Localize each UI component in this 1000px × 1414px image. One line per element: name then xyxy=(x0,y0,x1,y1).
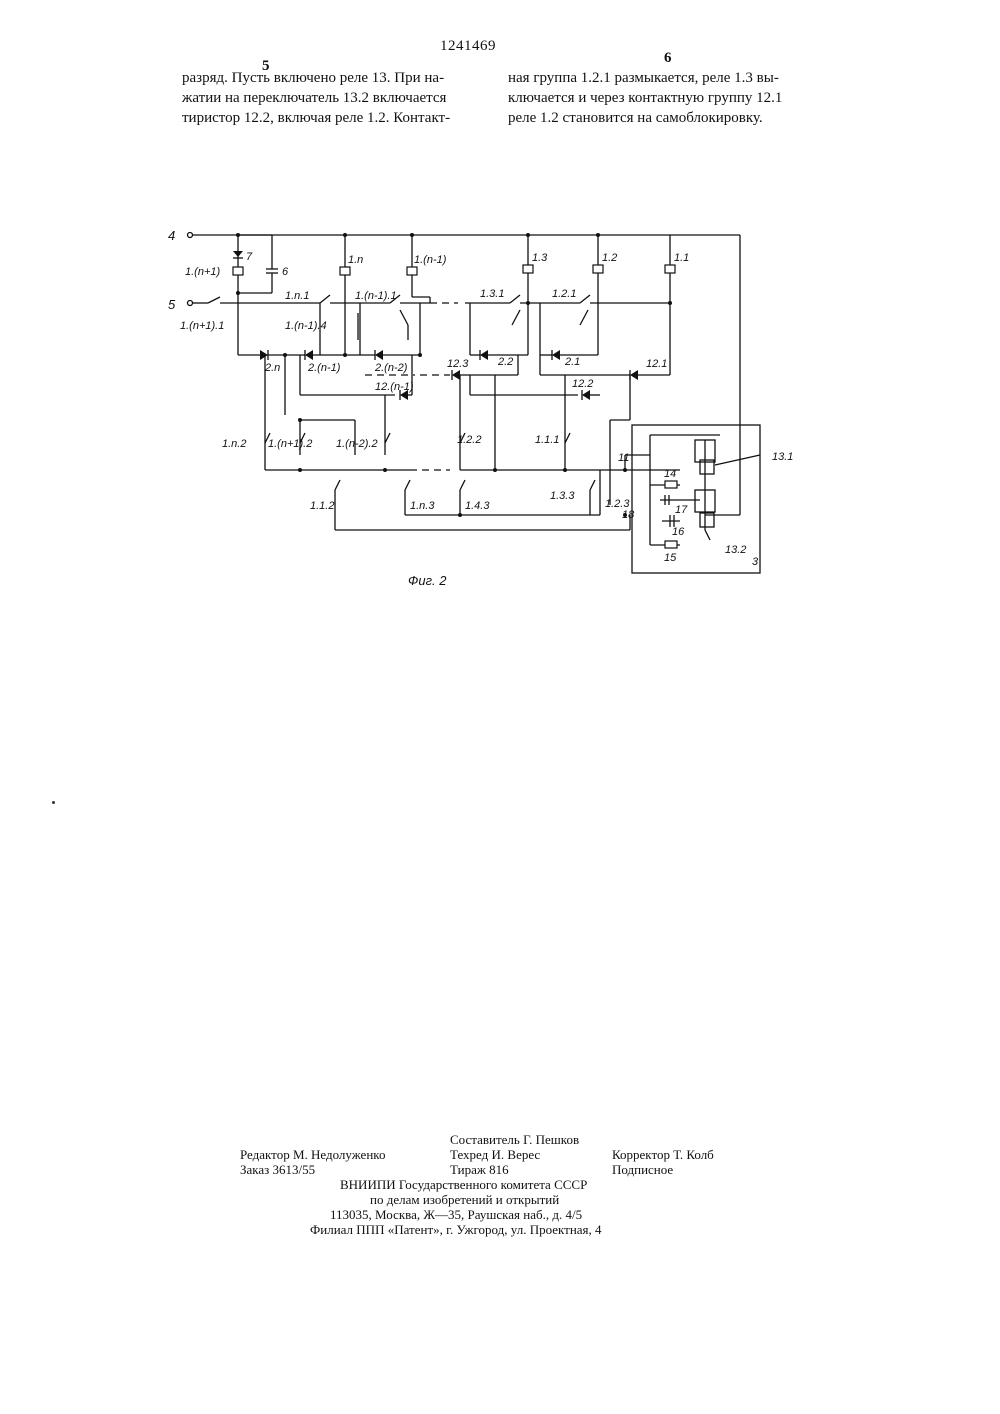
figure-caption: Фиг. 2 xyxy=(408,573,447,588)
contact-label: 1.(n-2).2 xyxy=(336,438,378,450)
address-line: 113035, Москва, Ж—35, Раушская наб., д. … xyxy=(330,1207,582,1222)
contact-label: 1.2.2 xyxy=(457,434,481,446)
diode-label: 2.n xyxy=(264,362,280,374)
contact-label: 1.3.3 xyxy=(550,490,575,502)
imprint-block: Составитель Г. Пешков Редактор М. Недолу… xyxy=(240,1132,760,1237)
contact-label: 1.2.1 xyxy=(552,288,576,300)
right-column-text: ная группа 1.2.1 размыкается, реле 1.3 в… xyxy=(508,68,854,128)
corrector-line: Корректор Т. Колб xyxy=(612,1147,714,1162)
contact-label: 1.n.2 xyxy=(222,438,246,450)
text-line: реле 1.2 становится на самоблокировку. xyxy=(508,108,854,128)
contact-label: 1.(n-1).1 xyxy=(355,290,397,302)
circulation-line: Тираж 816 xyxy=(450,1162,509,1177)
contact-label: 1.1.1 xyxy=(535,434,559,446)
contact-label: 1.1.2 xyxy=(310,500,334,512)
capacitor-label: 6 xyxy=(282,266,289,278)
text-line: тиристор 12.2, включая реле 1.2. Контакт… xyxy=(182,108,450,128)
switch-label: 13.2 xyxy=(725,544,746,556)
thyristor-label: 12.3 xyxy=(447,358,469,370)
relay-label: 1.(n+1) xyxy=(185,266,220,278)
thyristor-row xyxy=(285,303,670,415)
contact-row xyxy=(320,295,672,355)
diode-label: 2.1 xyxy=(564,356,580,368)
org-line: по делам изобретений и открытий xyxy=(370,1192,559,1207)
org-line: ВНИИПИ Государственного комитета СССР xyxy=(340,1177,587,1192)
text-line: ная группа 1.2.1 размыкается, реле 1.3 в… xyxy=(508,68,854,88)
thyristor-label: 12.2 xyxy=(572,378,593,390)
text-line: ключается и через контактную группу 12.1 xyxy=(508,88,854,108)
contact-label: 1.(n-1).4 xyxy=(285,320,327,332)
terminal-4-label: 4 xyxy=(168,228,175,243)
node-label: 11 xyxy=(618,452,629,464)
branch-line: Филиал ППП «Патент», г. Ужгород, ул. Про… xyxy=(310,1222,602,1237)
contact-label: 1.n.3 xyxy=(410,500,435,512)
thyristor-label: 12.(n-1) xyxy=(375,381,414,393)
contact-label: 1.(n+1).1 xyxy=(180,320,224,332)
order-line: Заказ 3613/55 xyxy=(240,1162,315,1177)
right-column-number: 6 xyxy=(664,50,672,67)
capacitor-label: 17 xyxy=(675,504,688,516)
diode-label: 2.(n-1) xyxy=(307,362,341,374)
node-label: 18 xyxy=(622,509,635,521)
resistor-label: 15 xyxy=(664,552,677,564)
text-line: жатии на переключатель 13.2 включается xyxy=(182,88,450,108)
thyristor-label: 12.1 xyxy=(646,358,667,370)
block-label: 3 xyxy=(752,556,759,568)
circuit-diagram: 4 5 1.(n+1) 7 6 1.(n+1).1 1.n 1.(n-1) 1.… xyxy=(160,215,800,595)
contact-label: 1.n.1 xyxy=(285,290,309,302)
text-line: разряд. Пусть включено реле 13. При на- xyxy=(182,68,450,88)
patent-number: 1241469 xyxy=(440,38,496,55)
stray-mark xyxy=(52,801,55,804)
resistor-label: 14 xyxy=(664,468,676,480)
contact-label: 1.4.3 xyxy=(465,500,490,512)
contact-label: 1.3.1 xyxy=(480,288,504,300)
diode-label: 2.2 xyxy=(497,356,513,368)
editor-line: Редактор М. Недолуженко xyxy=(240,1147,385,1162)
subscription-line: Подписное xyxy=(612,1162,673,1177)
switch-label: 13.1 xyxy=(772,451,793,463)
relay-label: 1.3 xyxy=(532,252,548,264)
relay-label: 1.2 xyxy=(602,252,617,264)
capacitor-label: 16 xyxy=(672,526,685,538)
diode-label: 7 xyxy=(246,251,253,263)
relay-label: 1.(n-1) xyxy=(414,254,447,266)
diode-label: 2.(n-2) xyxy=(374,362,408,374)
left-column-text: разряд. Пусть включено реле 13. При на- … xyxy=(182,68,450,128)
compiler-line: Составитель Г. Пешков xyxy=(450,1132,579,1147)
contact-label: 1.(n+1).2 xyxy=(268,438,312,450)
relay-label: 1.1 xyxy=(674,252,689,264)
techred-line: Техред И. Верес xyxy=(450,1147,540,1162)
terminal-5-label: 5 xyxy=(168,297,176,312)
relay-label: 1.n xyxy=(348,254,363,266)
